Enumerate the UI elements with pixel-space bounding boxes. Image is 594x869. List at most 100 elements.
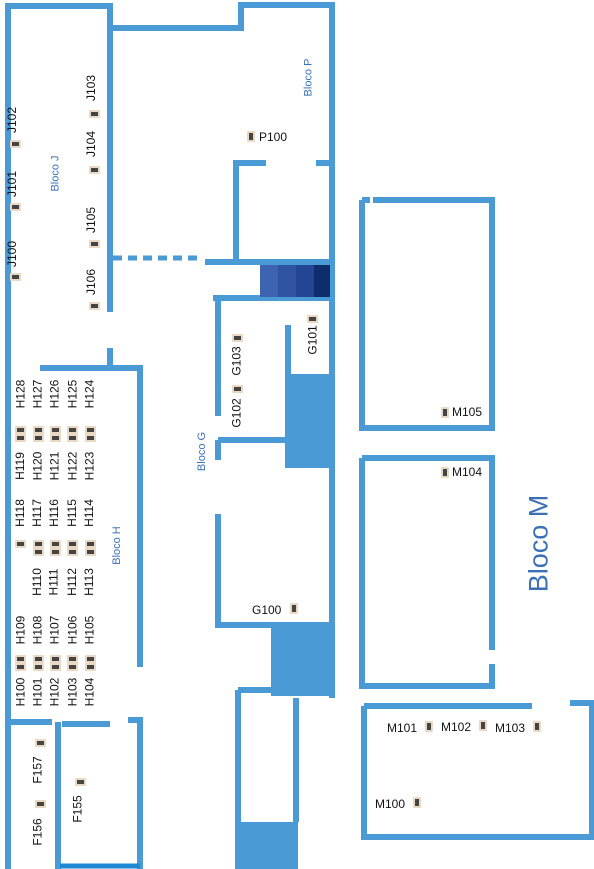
- room-h-group1-icon-3: [33, 426, 44, 434]
- room-h124[interactable]: H124: [82, 379, 97, 409]
- room-m103[interactable]: M103: [495, 721, 526, 735]
- room-h-group3-icon-4: [33, 663, 44, 671]
- room-g102[interactable]: G102: [229, 398, 244, 428]
- room-j104[interactable]: J104: [84, 130, 99, 158]
- room-j100-icon: [10, 273, 21, 281]
- room-f157[interactable]: F157: [30, 756, 45, 784]
- room-j101-icon: [10, 203, 21, 211]
- bloco-m-label: Bloco M: [523, 494, 554, 593]
- room-j103[interactable]: J103: [84, 74, 99, 102]
- room-m100[interactable]: M100: [375, 797, 406, 811]
- room-h-group2-icon-8: [85, 540, 96, 548]
- bloco-j-walls: [5, 3, 113, 869]
- room-h116[interactable]: H116: [46, 499, 61, 527]
- room-h-group3-icon-9: [85, 655, 96, 663]
- room-h-group2-icon-9: [85, 548, 96, 556]
- room-m101[interactable]: M101: [387, 721, 418, 735]
- room-m102-icon: [479, 720, 487, 731]
- room-j102[interactable]: J102: [5, 106, 20, 134]
- room-g102-icon: [232, 385, 243, 393]
- room-h106[interactable]: H106: [65, 615, 80, 645]
- room-h-group3-icon-2: [15, 663, 26, 671]
- room-h114[interactable]: H114: [81, 499, 96, 527]
- room-h113[interactable]: H113: [81, 568, 96, 596]
- bloco-h-bottom: [128, 717, 143, 869]
- room-h-group1-icon-4: [33, 434, 44, 442]
- room-h-group1-icon-1: [15, 426, 26, 434]
- room-h-group3-icon-3: [33, 655, 44, 663]
- room-m102[interactable]: M102: [441, 720, 472, 734]
- room-h-group1-icon-10: [85, 434, 96, 442]
- bloco-j-label: Bloco J: [49, 155, 62, 192]
- room-f157-icon: [35, 739, 46, 747]
- room-h103[interactable]: H103: [65, 677, 80, 707]
- room-h-group1-icon-6: [50, 434, 61, 442]
- room-h100[interactable]: H100: [13, 677, 28, 707]
- room-h123[interactable]: H123: [82, 451, 97, 481]
- room-h108[interactable]: H108: [30, 615, 45, 645]
- room-g101[interactable]: G101: [305, 325, 320, 355]
- room-h-group2-icon-1: [15, 540, 26, 548]
- room-m104-icon: [441, 467, 449, 478]
- room-h-group2-icon-2: [33, 540, 44, 548]
- room-j106[interactable]: J106: [84, 268, 99, 296]
- room-f155[interactable]: F155: [70, 795, 85, 823]
- room-h-group2-icon-5: [50, 548, 61, 556]
- room-f155-icon: [75, 778, 86, 786]
- bloco-h-walls: [40, 365, 143, 667]
- room-h-group1-icon-7: [67, 426, 78, 434]
- room-h120[interactable]: H120: [30, 451, 45, 481]
- room-h104[interactable]: H104: [82, 677, 97, 707]
- lower-filled-block: [236, 822, 298, 869]
- stairs-step-1: [260, 265, 278, 297]
- room-h-group2-icon-6: [67, 540, 78, 548]
- bloco-m-middle: [359, 455, 495, 689]
- room-j103-icon: [89, 110, 100, 118]
- room-m104[interactable]: M104: [452, 465, 483, 479]
- room-j105-icon: [89, 240, 100, 248]
- room-h-group3-icon-7: [67, 655, 78, 663]
- room-h-group3-icon-1: [15, 655, 26, 663]
- room-h101[interactable]: H101: [30, 677, 45, 707]
- room-p100[interactable]: P100: [259, 130, 288, 144]
- room-h115[interactable]: H115: [64, 499, 79, 527]
- room-h121[interactable]: H121: [47, 451, 62, 481]
- room-f156[interactable]: F156: [30, 818, 45, 846]
- room-h127[interactable]: H127: [30, 379, 45, 409]
- room-h-group2-icon-3: [33, 548, 44, 556]
- room-h-group2-icon-7: [67, 548, 78, 556]
- room-j100[interactable]: J100: [5, 240, 20, 268]
- room-m105[interactable]: M105: [452, 405, 483, 419]
- room-h107[interactable]: H107: [47, 615, 62, 645]
- room-m103-icon: [533, 721, 541, 732]
- room-h-group3-icon-10: [85, 663, 96, 671]
- stairs-step-3: [296, 265, 314, 297]
- room-j105[interactable]: J105: [84, 206, 99, 234]
- room-h102[interactable]: H102: [47, 677, 62, 707]
- room-m101-icon: [425, 721, 433, 732]
- room-h128[interactable]: H128: [13, 379, 28, 409]
- room-g101-icon: [307, 315, 318, 323]
- room-h109[interactable]: H109: [13, 615, 28, 645]
- room-h122[interactable]: H122: [65, 451, 80, 481]
- room-h117[interactable]: H117: [29, 499, 44, 527]
- room-h112[interactable]: H112: [64, 568, 79, 596]
- room-h-group3-icon-6: [50, 663, 61, 671]
- room-h126[interactable]: H126: [47, 379, 62, 409]
- room-h125[interactable]: H125: [65, 379, 80, 409]
- room-h118[interactable]: H118: [12, 499, 27, 527]
- room-h-group2-icon-4: [50, 540, 61, 548]
- bloco-h-label: Bloco H: [110, 526, 123, 565]
- room-g103[interactable]: G103: [229, 346, 244, 376]
- room-g100[interactable]: G100: [252, 603, 282, 617]
- room-h111[interactable]: H111: [46, 568, 61, 596]
- room-j102-icon: [10, 140, 21, 148]
- room-g100-icon: [290, 603, 298, 614]
- room-j101[interactable]: J101: [5, 170, 20, 198]
- room-h110[interactable]: H110: [29, 568, 44, 596]
- bloco-p-top-wall: [110, 2, 335, 160]
- bloco-m-upper: [359, 197, 495, 431]
- room-h119[interactable]: H119: [12, 452, 27, 480]
- room-h105[interactable]: H105: [82, 615, 97, 645]
